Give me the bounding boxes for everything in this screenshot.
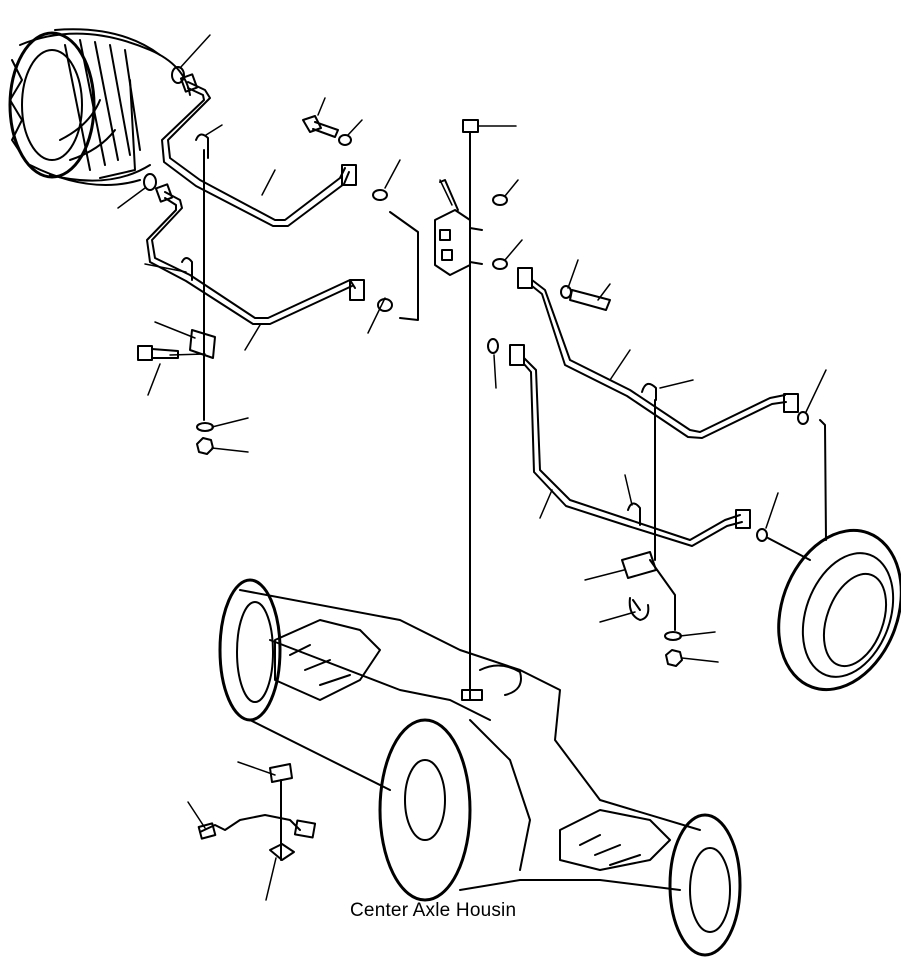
sensor-harness xyxy=(199,764,315,860)
left-brake-drum xyxy=(10,29,190,185)
diagram-caption: Center Axle Housin xyxy=(350,900,517,921)
center-junction-block xyxy=(390,120,507,700)
upper-right-brake-tube xyxy=(518,268,798,438)
center-axle-housing xyxy=(220,580,740,955)
right-brake-drum xyxy=(757,412,901,707)
upper-left-brake-tube xyxy=(162,74,356,226)
lower-left-brake-tube xyxy=(147,184,364,324)
lower-right-brake-tube xyxy=(510,345,750,560)
left-o-rings xyxy=(144,67,392,311)
leader-lines xyxy=(118,35,826,900)
right-clamp-hardware xyxy=(622,552,682,666)
